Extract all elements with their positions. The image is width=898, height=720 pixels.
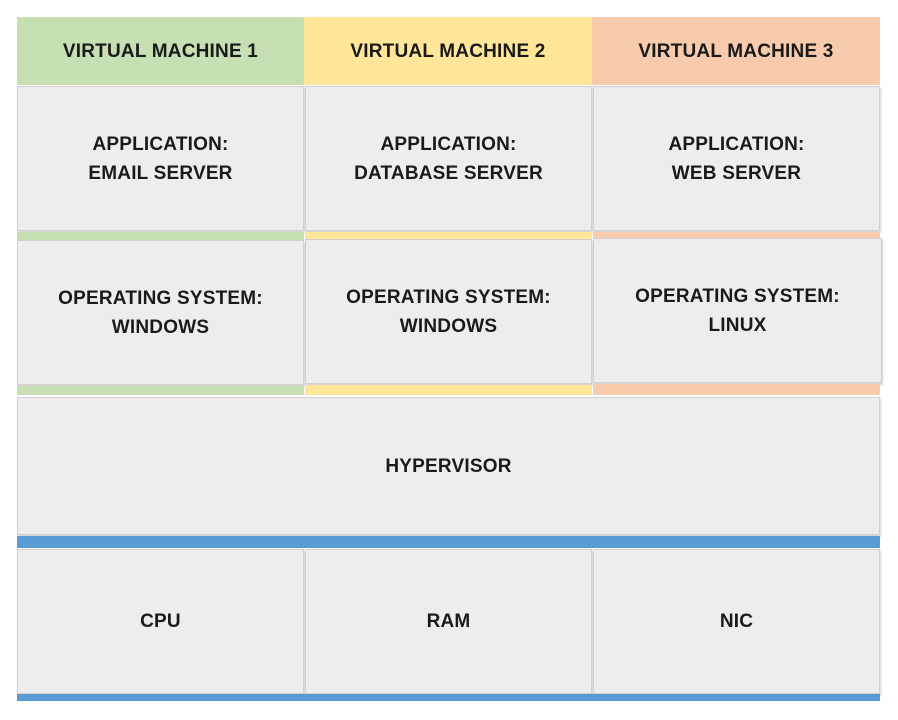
vm3-header: VIRTUAL MACHINE 3 xyxy=(592,17,880,85)
vm1-bottom-strip xyxy=(17,386,304,395)
hypervisor-block: HYPERVISOR xyxy=(17,397,880,535)
vm1-header: VIRTUAL MACHINE 1 xyxy=(17,17,304,85)
vm1-application-label: APPLICATION: xyxy=(92,133,229,155)
vm3-os-label: OPERATING SYSTEM: xyxy=(635,285,840,307)
vm3-application-block: APPLICATION: WEB SERVER xyxy=(593,86,880,231)
vm1-separator-strip xyxy=(17,232,304,240)
vm2-bottom-strip xyxy=(305,385,592,395)
vm1-os-label: OPERATING SYSTEM: xyxy=(58,287,263,309)
vm2-os-block: OPERATING SYSTEM: WINDOWS xyxy=(305,239,592,384)
hardware-ram-label: RAM xyxy=(426,611,471,632)
vm2-os-name: WINDOWS xyxy=(399,315,498,337)
vm3-os-block: OPERATING SYSTEM: LINUX xyxy=(593,238,882,383)
vm3-bottom-strip xyxy=(593,384,880,395)
vm2-header: VIRTUAL MACHINE 2 xyxy=(304,17,592,85)
vm3-application-name: WEB SERVER xyxy=(671,162,802,184)
vm3-os-name: LINUX xyxy=(708,314,767,336)
hardware-nic-label: NIC xyxy=(719,611,754,632)
hardware-cpu-block: CPU xyxy=(17,549,304,694)
vm2-os-label: OPERATING SYSTEM: xyxy=(346,286,551,308)
vm3-header-label: VIRTUAL MACHINE 3 xyxy=(638,40,834,62)
vm2-separator-strip xyxy=(305,232,592,240)
hypervisor-hardware-divider xyxy=(17,536,880,548)
vm3-separator-strip xyxy=(593,232,880,240)
vm2-application-name: DATABASE SERVER xyxy=(354,162,543,184)
vm1-application-name: EMAIL SERVER xyxy=(88,162,233,184)
bottom-bar xyxy=(17,694,880,701)
vm2-application-block: APPLICATION: DATABASE SERVER xyxy=(305,86,592,231)
vm2-header-label: VIRTUAL MACHINE 2 xyxy=(350,40,546,62)
vm1-os-name: WINDOWS xyxy=(111,316,210,338)
hypervisor-label: HYPERVISOR xyxy=(385,455,512,477)
hardware-nic-block: NIC xyxy=(593,549,880,694)
hardware-cpu-label: CPU xyxy=(140,611,181,632)
vm1-os-block: OPERATING SYSTEM: WINDOWS xyxy=(17,240,304,385)
vm2-application-label: APPLICATION: xyxy=(380,133,517,155)
vm1-header-label: VIRTUAL MACHINE 1 xyxy=(62,40,259,62)
vm3-application-label: APPLICATION: xyxy=(668,133,805,155)
hardware-ram-block: RAM xyxy=(305,549,592,694)
vm1-application-block: APPLICATION: EMAIL SERVER xyxy=(17,86,304,231)
